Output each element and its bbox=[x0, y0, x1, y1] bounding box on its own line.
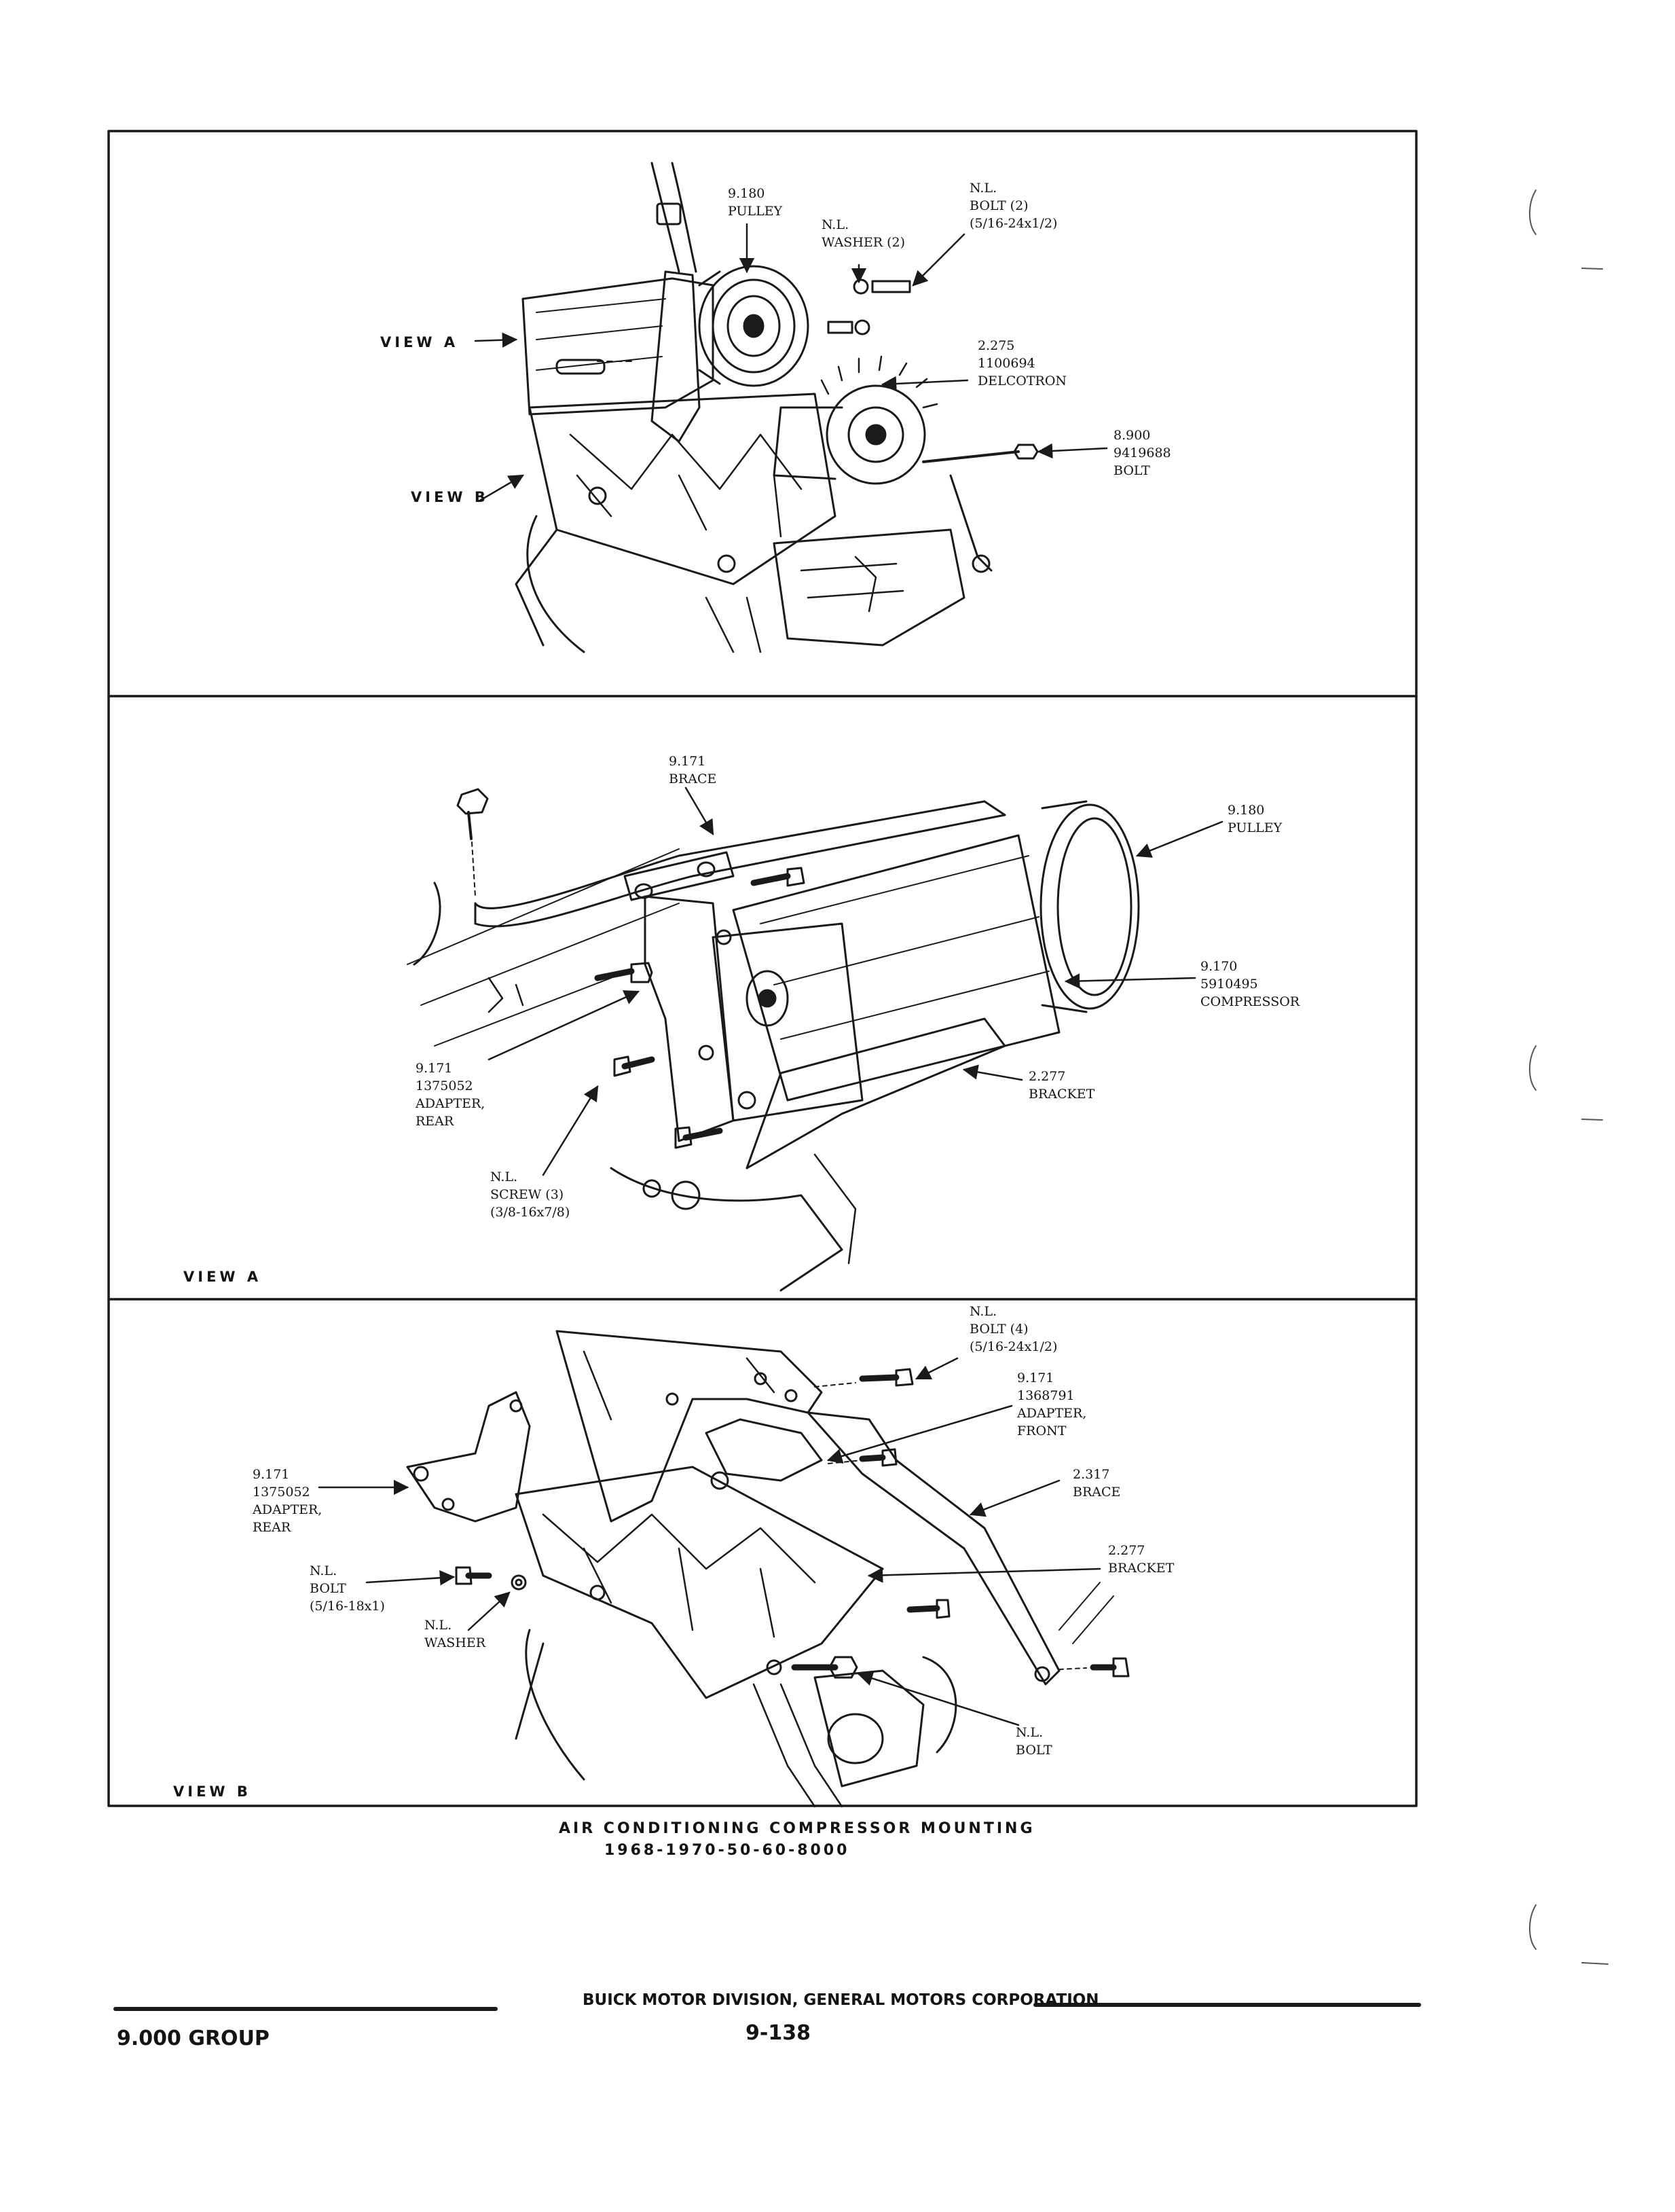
top-view-b-label: VIEW B bbox=[411, 489, 489, 505]
callout-b-washer: N.L.WASHER bbox=[424, 1618, 486, 1650]
view-a-label: VIEW A bbox=[183, 1269, 262, 1285]
view-b-drawing bbox=[406, 1330, 1130, 1808]
footer-division: BUICK MOTOR DIVISION, GENERAL MOTORS COR… bbox=[583, 1991, 1099, 2009]
footer-group: 9.000 GROUP bbox=[117, 2027, 270, 2050]
callout-a-screw: N.L.SCREW (3)(3/8-16x7/8) bbox=[490, 1170, 570, 1220]
figure-title: AIR CONDITIONING COMPRESSOR MOUNTING bbox=[559, 1820, 1035, 1837]
callout-b-bolt-5-16: N.L.BOLT(5/16-18x1) bbox=[310, 1563, 385, 1614]
view-a-leaders bbox=[487, 786, 1223, 1176]
top-view-a-label: VIEW A bbox=[380, 334, 459, 350]
top-engine-drawing bbox=[515, 162, 1039, 653]
view-b-leaders bbox=[318, 1357, 1101, 1726]
figure-subtitle: 1968-1970-50-60-8000 bbox=[604, 1842, 850, 1859]
footer-rules bbox=[113, 2003, 1421, 2011]
callout-b-bolt: N.L.BOLT bbox=[1016, 1725, 1052, 1758]
outer-frame bbox=[107, 130, 1418, 1807]
callout-top-washer: N.L.WASHER (2) bbox=[822, 217, 906, 250]
view-b-label: VIEW B bbox=[173, 1783, 251, 1800]
footer-page-number: 9-138 bbox=[746, 2021, 811, 2045]
callout-b-bolt-4: N.L.BOLT (4)(5/16-24x1/2) bbox=[970, 1304, 1058, 1354]
view-a-drawing bbox=[407, 788, 1140, 1292]
callout-top-bolt: N.L.BOLT (2)(5/16-24x1/2) bbox=[970, 181, 1058, 231]
margin-marks bbox=[1529, 189, 1608, 1965]
top-leaders bbox=[474, 223, 1108, 503]
panel-frames bbox=[107, 130, 1418, 1807]
